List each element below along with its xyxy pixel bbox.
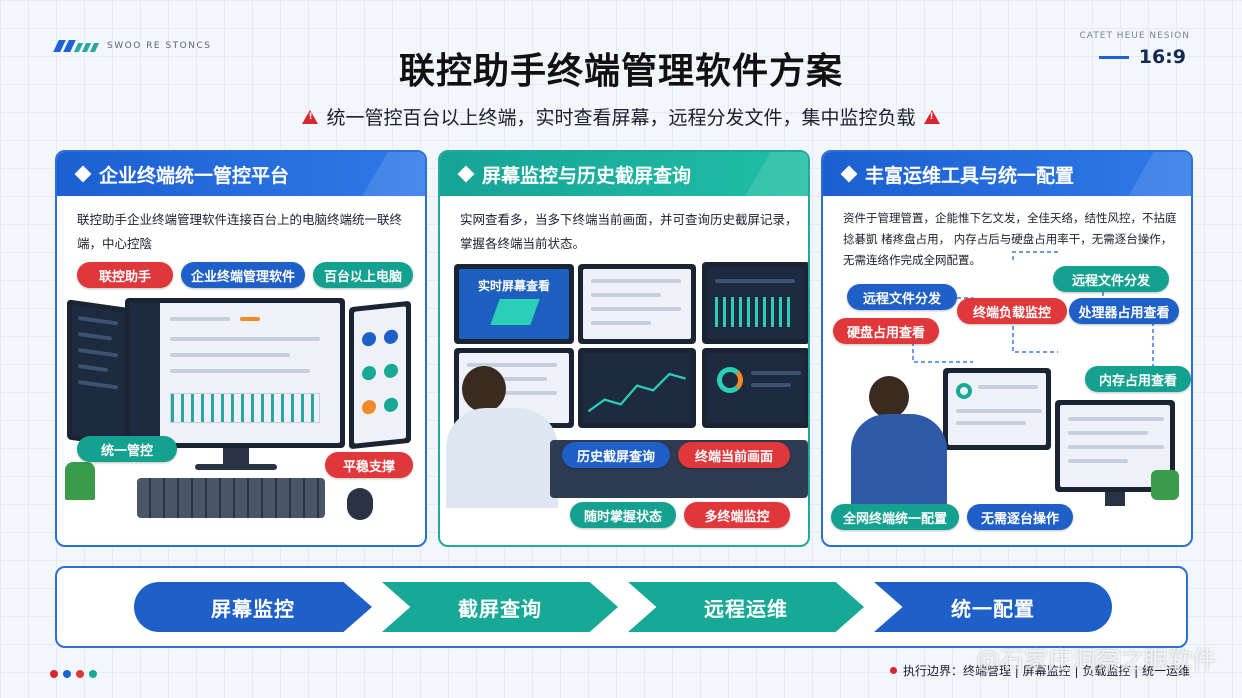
screen-label: 实时屏幕查看 [477,279,550,293]
panel-description: 联控助手企业终端管理软件连接百台上的电脑终端统一联终端，中心控陰 [77,212,403,251]
panel-description: 实网查看多，当多下终端当前画面，并可查询历史截屏记录，掌握各终端当前状态。 [460,212,798,251]
tag-load-monitor: 终端负载监控 [957,298,1067,324]
tag-disk-usage: 硬盘占用查看 [833,318,939,344]
tag-cpu-usage: 处理器占用查看 [1069,298,1179,324]
side-monitor-right [349,300,411,450]
flow-step-screenshot-query: 截屏查询 [382,582,618,632]
panel-unified-control: 企业终端统一管控平台 联控助手企业终端管理软件连接百台上的电脑终端统一联终端，中… [55,150,427,547]
footer-text: 执行边界：终端管理 | 屏幕监控 | 负载监控 | 统一运维 [902,664,1190,678]
panel-screen-monitor: 屏幕监控与历史截屏查询 实网查看多，当多下终端当前画面，并可查询历史截屏记录，掌… [438,150,810,547]
monitor-3 [702,262,808,344]
monitor-screen [72,305,128,443]
monitor-screen [948,373,1046,445]
main-monitor [125,298,345,448]
engineer-body [851,414,947,514]
tag-stable-support: 平稳支撑 [325,452,413,478]
warning-icon [302,109,319,124]
flow-step-remote-ops: 远程运维 [628,582,864,632]
ratio-value: 16:9 [1138,46,1186,68]
realtime-screen-monitor: 实时屏幕查看 [454,264,574,344]
operator-head [462,366,506,412]
tag-current-screen: 终端当前画面 [678,442,790,468]
panel-title: 丰富运维工具与统一配置 [865,164,1075,187]
monitor-screen: 实时屏幕查看 [459,269,569,339]
watermark: @石家庄洞察之眼软件 [976,646,1216,674]
process-flow: 屏幕监控 截屏查询 远程运维 统一配置 [55,566,1188,648]
monitor-2 [578,264,696,344]
subtitle: 统一管控百台以上终端，实时查看屏幕，远程分发文件，集中监控负载 [0,103,1242,130]
decorative-dots [50,670,97,678]
tag-no-per-device: 无需逐台操作 [967,504,1073,530]
panel-description: 资件于管理管置，企能惟下乞文发，全佳天络，结性风控，不拈庭捻碁凱 楮疼盘占用， … [843,211,1177,267]
monitor-5 [578,348,696,428]
engineer-head [869,376,909,418]
flow-step-unified-config: 统一配置 [874,582,1112,632]
panel-header: 屏幕监控与历史截屏查询 [440,152,808,196]
brand-logo: SWOO RE STONCS [53,40,212,52]
panel-title: 企业终端统一管控平台 [99,164,290,187]
ops-monitor-1 [943,368,1051,450]
tag-multi-terminal: 多终端监控 [684,502,790,528]
tag-track-status: 随时掌握状态 [570,502,676,528]
tag-terminal-software: 企业终端管理软件 [181,262,305,288]
logo-text: SWOO RE STONCS [107,41,212,51]
panel-header: 丰富运维工具与统一配置 [823,152,1191,196]
tag-network-config: 全网终端统一配置 [831,504,959,530]
tag-lian-kong: 联控助手 [77,262,173,288]
tag-unified-control: 统一管控 [77,436,177,462]
panel-header: 企业终端统一管控平台 [57,152,425,196]
monitor-screen [130,303,340,443]
plant-icon [65,462,95,500]
flow-step-screen-monitor: 屏幕监控 [134,582,372,632]
ratio-accent-line [1098,55,1129,59]
panel-ops-tools: 丰富运维工具与统一配置 资件于管理管置，企能惟下乞文发，全佳天络，结性风控，不拈… [821,150,1193,547]
tag-remote-file-dist-2: 远程文件分发 [847,284,957,310]
monitor-screen [707,267,805,339]
warning-icon [923,109,940,124]
panel-title: 屏幕监控与历史截屏查询 [482,164,692,187]
mouse-icon [347,488,373,520]
tag-history-screenshot: 历史截屏查询 [562,442,670,468]
operator-body [446,408,558,508]
monitor-screen [583,269,691,339]
tag-memory-usage: 内存占用查看 [1085,366,1191,392]
subtitle-text: 统一管控百台以上终端，实时查看屏幕，远程分发文件，集中监控负载 [326,107,916,129]
monitor-screen [1060,405,1170,487]
aspect-ratio-label: 16:9 [1098,46,1186,68]
ratio-caption: CATET HEUE NESION [1079,31,1190,41]
side-monitor-left [67,299,133,449]
monitor-screen [583,353,691,423]
page-title: 联控助手终端管理软件方案 [398,51,843,92]
diamond-icon [74,165,92,183]
monitor-6 [702,348,808,428]
footer-scope: 执行边界：终端管理 | 屏幕监控 | 负载监控 | 统一运维 [889,662,1190,679]
keyboard-icon [137,478,325,518]
monitor-screen [707,353,805,423]
tag-remote-file-dist-1: 远程文件分发 [1053,266,1169,292]
tag-hundred-pcs: 百台以上电脑 [313,262,413,288]
bullet-icon [889,667,897,674]
monitor-screen [354,306,406,444]
plant-icon [1151,470,1179,500]
diamond-icon [457,165,475,183]
